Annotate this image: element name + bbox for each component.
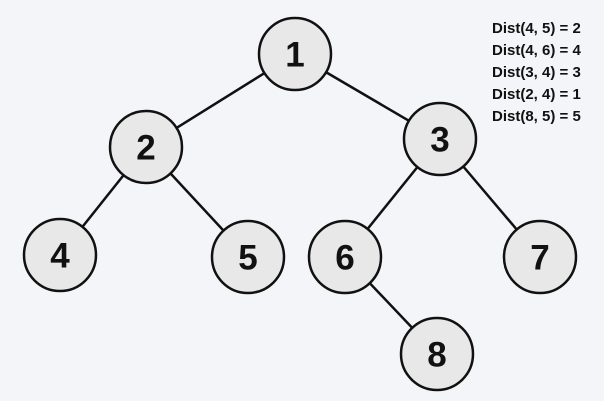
- tree-node-label-2: 2: [136, 129, 155, 168]
- tree-node-label-7: 7: [530, 239, 549, 278]
- distance-annotation-line: Dist(8, 5) = 5: [492, 108, 581, 125]
- distance-annotation-line: Dist(2, 4) = 1: [492, 86, 581, 103]
- tree-node-label-4: 4: [50, 237, 70, 276]
- tree-node-2: [108, 109, 184, 185]
- tree-node-label-5: 5: [238, 239, 257, 278]
- tree-node-7: [502, 219, 578, 295]
- tree-node-1: [257, 16, 333, 92]
- tree-node-8: [399, 316, 475, 392]
- distance-annotation-line: Dist(3, 4) = 3: [492, 64, 581, 81]
- tree-node-6: [307, 219, 383, 295]
- tree-node-label-3: 3: [430, 121, 449, 160]
- tree-node-5: [210, 219, 286, 295]
- distance-annotations: Dist(4, 5) = 2 Dist(4, 6) = 4 Dist(3, 4)…: [492, 18, 581, 128]
- tree-node-4: [22, 217, 98, 293]
- tree-node-3: [402, 101, 478, 177]
- distance-annotation-line: Dist(4, 5) = 2: [492, 20, 581, 37]
- tree-node-label-8: 8: [427, 336, 446, 375]
- distance-annotation-line: Dist(4, 6) = 4: [492, 42, 581, 59]
- tree-node-label-1: 1: [285, 36, 304, 75]
- tree-node-label-6: 6: [335, 239, 354, 278]
